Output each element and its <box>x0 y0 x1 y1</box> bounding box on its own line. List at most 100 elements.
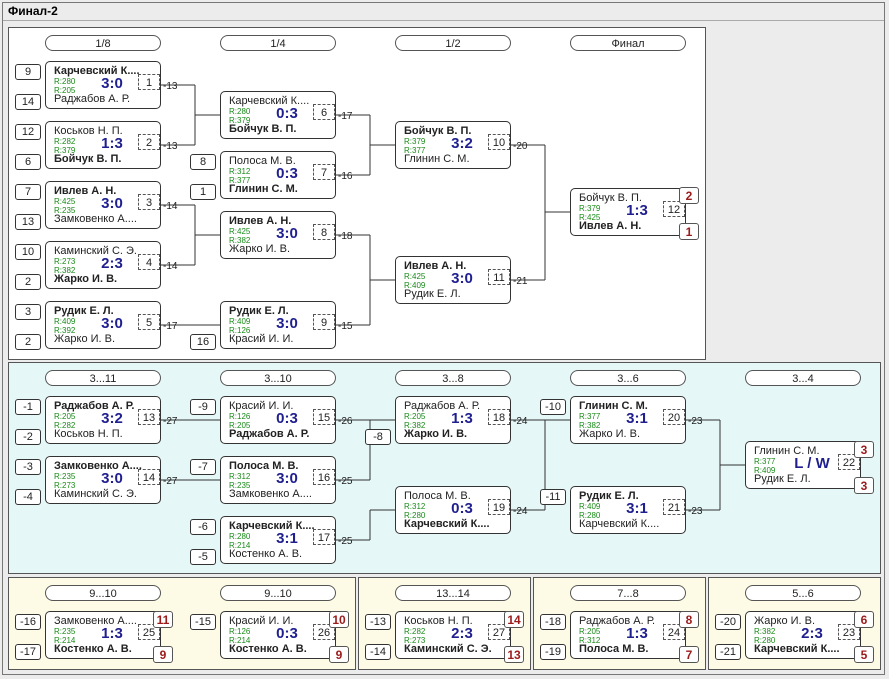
player-1-name: Глинин С. М. <box>579 400 648 412</box>
final-place-badge: 13 <box>504 646 524 663</box>
seed-number: 16 <box>190 334 216 350</box>
player-1-name: Рудик Е. Л. <box>54 305 114 317</box>
player-2-rating: R:382 <box>229 236 251 245</box>
player-2-rating: R:280 <box>404 511 426 520</box>
round-header-bottom: 7...8 <box>570 585 686 601</box>
seed-number: -8 <box>365 429 391 445</box>
match-number: 15 <box>313 409 335 425</box>
player-1-name: Полоса М. В. <box>404 490 471 502</box>
seed-number: -20 <box>715 614 741 630</box>
match-number: 20 <box>663 409 685 425</box>
match-number: 2 <box>138 134 160 150</box>
player-2-rating: R:379 <box>54 146 76 155</box>
final-place-badge: 7 <box>679 646 699 663</box>
player-1-name: Карчевский К.... <box>54 65 140 77</box>
loser-destination-label: -17 <box>163 321 178 332</box>
player-1-name: Каминский С. Э. <box>54 245 137 257</box>
seed-number: 9 <box>15 64 41 80</box>
player-1-rating: R:235 <box>54 472 76 481</box>
match-number: 23 <box>838 624 860 640</box>
player-2-name: Жарко И. В. <box>404 428 468 440</box>
player-2-name: Костенко А. В. <box>229 548 303 560</box>
seed-number: -13 <box>365 614 391 630</box>
player-2-rating: R:379 <box>229 116 251 125</box>
seed-number: 2 <box>15 274 41 290</box>
player-2-rating: R:280 <box>579 511 601 520</box>
player-2-rating: R:382 <box>54 266 76 275</box>
match-number: 7 <box>313 164 335 180</box>
player-1-rating: R:235 <box>54 627 76 636</box>
match-score: 0:3 <box>276 410 298 427</box>
match-number: 18 <box>488 409 510 425</box>
final-place-badge: 10 <box>329 611 349 628</box>
round-header-lower: 3...8 <box>395 370 511 386</box>
loser-destination-label: -13 <box>163 141 178 152</box>
player-1-name: Раджабов А. Р. <box>54 400 135 412</box>
match-score: 1:3 <box>101 135 123 152</box>
player-1-rating: R:409 <box>54 317 76 326</box>
player-2-name: Раджабов А. Р. <box>54 93 131 105</box>
seed-number: -18 <box>540 614 566 630</box>
player-2-name: Красий И. И. <box>229 333 294 345</box>
match-score: 1:3 <box>101 625 123 642</box>
round-header-bottom: 5...6 <box>745 585 861 601</box>
match-score: 0:3 <box>276 165 298 182</box>
player-1-name: Глинин С. М. <box>754 445 820 457</box>
final-place-badge: 14 <box>504 611 524 628</box>
player-2-rating: R:273 <box>404 636 426 645</box>
player-1-rating: R:282 <box>54 137 76 146</box>
match-score: 2:3 <box>451 625 473 642</box>
player-1-rating: R:425 <box>404 272 426 281</box>
player-2-name: Бойчук В. П. <box>229 123 297 135</box>
player-1-rating: R:280 <box>54 77 76 86</box>
match-number: 26 <box>313 624 335 640</box>
seed-number: -14 <box>365 644 391 660</box>
player-2-name: Рудик Е. Л. <box>404 288 461 300</box>
match-number: 17 <box>313 529 335 545</box>
match-score: 1:3 <box>626 625 648 642</box>
match-score: 3:2 <box>451 135 473 152</box>
player-1-rating: R:382 <box>754 627 776 636</box>
player-1-name: Полоса М. В. <box>229 460 299 472</box>
player-2-name: Жарко И. В. <box>54 273 118 285</box>
seed-number: 6 <box>15 154 41 170</box>
loser-destination-label: -20 <box>513 141 528 152</box>
match-number: 19 <box>488 499 510 515</box>
seed-number: 3 <box>15 304 41 320</box>
final-place-badge: 1 <box>679 223 699 240</box>
player-1-name: Жарко И. В. <box>754 615 816 627</box>
seed-number: 2 <box>15 334 41 350</box>
player-1-rating: R:312 <box>229 167 251 176</box>
title-divider <box>3 20 884 21</box>
loser-destination-label: -27 <box>163 476 178 487</box>
player-1-name: Ивлев А. Н. <box>404 260 467 272</box>
seed-number: 14 <box>15 94 41 110</box>
